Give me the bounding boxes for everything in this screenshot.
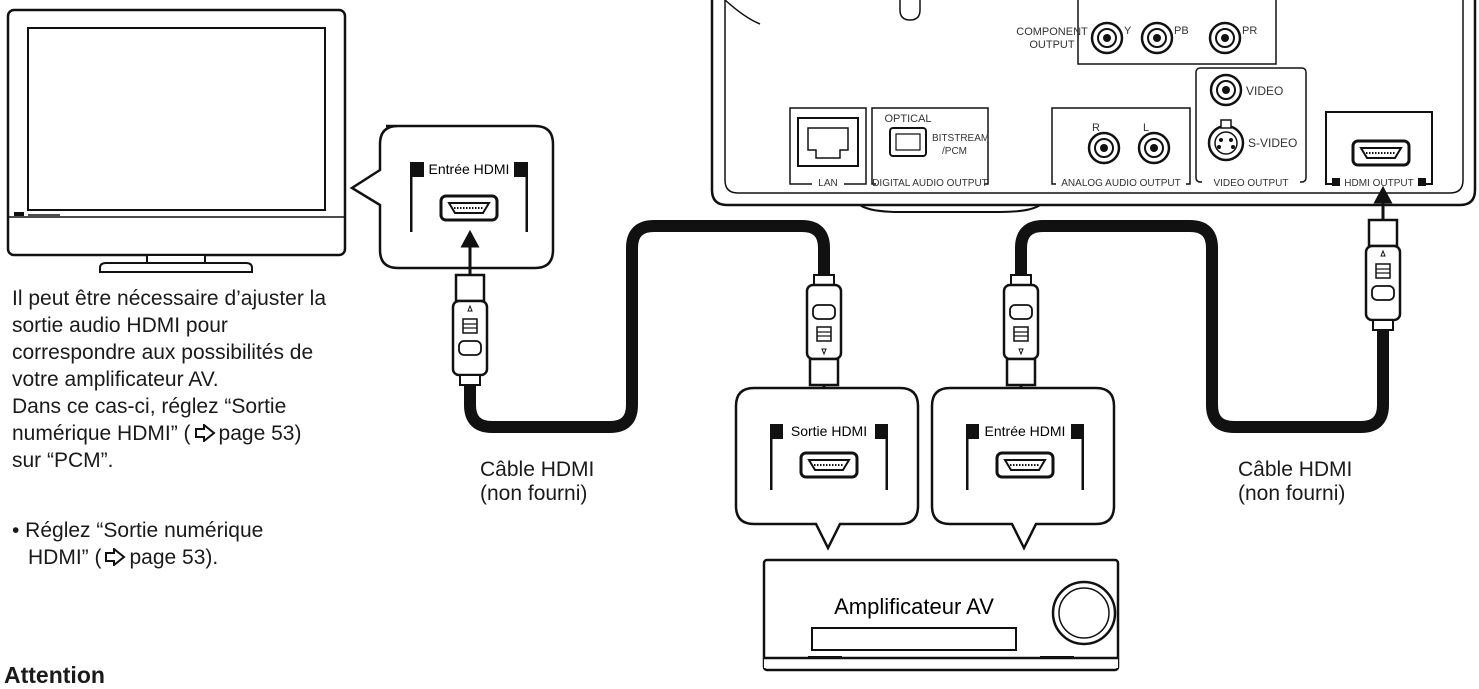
tv-hdmi-input-label: Entrée HDMI bbox=[429, 161, 510, 177]
digital-audio-output-label: DIGITAL AUDIO OUTPUT bbox=[872, 178, 988, 189]
amp-hdmi-input-port bbox=[995, 451, 1055, 479]
analog-l-label: L bbox=[1143, 122, 1149, 134]
bullet-line-2a: HDMI” ( bbox=[28, 546, 102, 569]
analog-r-label: R bbox=[1092, 122, 1100, 134]
note-line-6: numérique HDMI” ( page 53) bbox=[12, 420, 326, 447]
page-reference-arrow-icon bbox=[194, 424, 216, 442]
note-line-2: sortie audio HDMI pour bbox=[12, 314, 228, 337]
note-line-3: correspondre aux possibilités de bbox=[12, 341, 314, 364]
bullet-line-2: HDMI” ( page 53). bbox=[12, 544, 263, 571]
cable-caption-left: Câble HDMI (non fourni) bbox=[480, 458, 594, 506]
component-label-2: OUTPUT bbox=[1029, 39, 1075, 51]
cable-caption-right: Câble HDMI (non fourni) bbox=[1238, 458, 1352, 506]
attention-heading: Attention bbox=[4, 662, 105, 688]
hdmi-output-label: HDMI OUTPUT bbox=[1344, 178, 1413, 189]
analog-audio-output-label: ANALOG AUDIO OUTPUT bbox=[1061, 178, 1180, 189]
amp-hdmi-output-port bbox=[799, 451, 859, 479]
av-amplifier: Amplificateur AV bbox=[762, 558, 1120, 672]
connection-arrows bbox=[460, 185, 1393, 421]
amp-output-label: Sortie HDMI bbox=[791, 423, 867, 439]
note-line-6a: numérique HDMI” ( bbox=[12, 422, 191, 445]
amp-output-connector bbox=[805, 273, 843, 387]
cable-left bbox=[464, 220, 830, 433]
bitstream-label-2: /PCM bbox=[942, 146, 967, 157]
cable-right-line1: Câble HDMI bbox=[1238, 458, 1353, 481]
cable-left-line2: (non fourni) bbox=[480, 482, 588, 505]
hdmi-audio-note: Il peut être nécessaire d’ajuster la sor… bbox=[12, 285, 326, 474]
video-label: VIDEO bbox=[1246, 84, 1283, 98]
tv-illustration bbox=[6, 8, 347, 273]
video-output-label: VIDEO OUTPUT bbox=[1213, 178, 1288, 189]
player-rear-panel: COMPONENT OUTPUT Y PB PR VIDEO S-VIDEO V… bbox=[710, 0, 1477, 213]
component-label-1: COMPONENT bbox=[1016, 26, 1088, 38]
note-line-5: Dans ce cas-ci, réglez “Sortie bbox=[12, 395, 287, 418]
bullet-line-1: • Réglez “Sortie numérique bbox=[12, 519, 264, 542]
bullet-note: • Réglez “Sortie numérique HDMI” ( page 5… bbox=[12, 517, 263, 571]
component-pb-label: PB bbox=[1174, 25, 1189, 37]
tv-hdmi-connector bbox=[451, 273, 489, 387]
bitstream-label-1: BITSTREAM bbox=[932, 133, 989, 144]
optical-label: OPTICAL bbox=[884, 113, 931, 125]
note-line-4: votre amplificateur AV. bbox=[12, 368, 219, 391]
player-hdmi-connector bbox=[1364, 218, 1402, 332]
amp-input-connector bbox=[1002, 273, 1040, 387]
amp-input-label: Entrée HDMI bbox=[985, 423, 1066, 439]
cable-right-line2: (non fourni) bbox=[1238, 482, 1346, 505]
note-line-7: sur “PCM”. bbox=[12, 449, 114, 472]
note-line-6b: page 53) bbox=[218, 422, 302, 445]
tv-hdmi-port bbox=[439, 194, 499, 222]
component-y-label: Y bbox=[1124, 25, 1132, 37]
cable-right bbox=[1015, 220, 1389, 433]
component-pr-label: PR bbox=[1242, 25, 1257, 37]
cable-left-line1: Câble HDMI bbox=[480, 458, 595, 481]
player-hdmi-output-port bbox=[1351, 139, 1411, 167]
page-reference-arrow-icon bbox=[105, 548, 127, 566]
s-video-label: S-VIDEO bbox=[1248, 136, 1297, 150]
note-line-1: Il peut être nécessaire d’ajuster la bbox=[12, 287, 327, 310]
amplifier-label: Amplificateur AV bbox=[834, 594, 994, 619]
lan-label: LAN bbox=[818, 178, 837, 189]
bullet-line-2b: page 53). bbox=[129, 546, 219, 569]
